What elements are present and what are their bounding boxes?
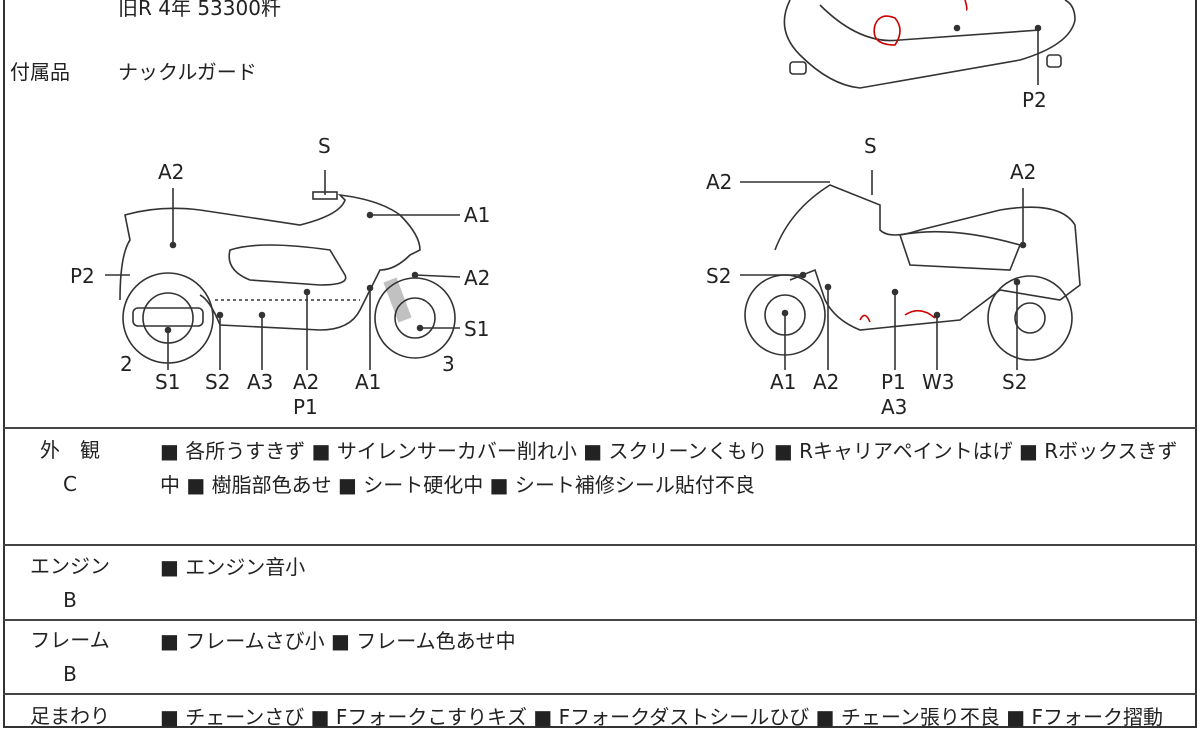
row-label: 足まわり [30, 704, 110, 728]
row-text: ■ エンジン音小 [160, 555, 306, 579]
diagram-label: A2 [1010, 160, 1037, 184]
diagram-label: S [864, 134, 877, 158]
diagram-label: A1 [770, 370, 797, 394]
diagram-label: P1 [881, 370, 906, 394]
diagram-label: S2 [1002, 370, 1028, 394]
row-text: ■ 各所うすきず ■ サイレンサーカバー削れ小 ■ スクリーンくもり ■ Rキャ… [160, 439, 1178, 497]
row-label: フレーム [30, 628, 110, 652]
diagram-label: S2 [205, 370, 231, 394]
scooter-left-view [105, 170, 461, 370]
row-grade: C [63, 472, 77, 496]
diagram-label: A2 [158, 160, 185, 184]
diagram-label: S1 [155, 370, 181, 394]
row-label: エンジン [30, 554, 110, 578]
diagram-label: P2 [70, 264, 95, 288]
diagram-label: A2 [813, 370, 840, 394]
diagram-label: S [318, 134, 331, 158]
diagram-label: A2 [293, 370, 320, 394]
divider [3, 427, 1197, 429]
diagram-label: 2 [120, 352, 133, 376]
accessories-label: 付属品 [10, 60, 70, 84]
diagram-label: S1 [464, 317, 490, 341]
scooter-diagrams [105, 0, 1081, 370]
diagram-label: A2 [706, 170, 733, 194]
diagram-label: W3 [922, 370, 955, 394]
diagram-label: A1 [355, 370, 382, 394]
diagram-label: P1 [293, 395, 318, 419]
mileage-line: 旧R 4年 53300粁 [118, 0, 281, 20]
diagram-label: S2 [706, 264, 732, 288]
row-label: 外 観 [40, 438, 100, 462]
diagram-label: A3 [247, 370, 274, 394]
scooter-right-view [740, 170, 1081, 370]
scooter-top-view [783, 0, 1076, 89]
diagram-label: A1 [464, 203, 491, 227]
divider [3, 619, 1197, 621]
row-grade: B [63, 662, 77, 686]
diagram-label: A2 [464, 266, 491, 290]
diagram-label: 3 [442, 352, 455, 376]
row-grade: B [63, 588, 77, 612]
row-text: ■ チェーンさび ■ Fフォークこすりキズ ■ Fフォークダストシールひび ■ … [160, 705, 1164, 729]
diagram-label: P2 [1022, 88, 1047, 112]
accessories-value: ナックルガード [118, 60, 257, 84]
diagram-label: A3 [881, 395, 908, 419]
row-text: ■ フレームさび小 ■ フレーム色あせ中 [160, 629, 516, 653]
divider [3, 693, 1197, 695]
divider [3, 544, 1197, 546]
